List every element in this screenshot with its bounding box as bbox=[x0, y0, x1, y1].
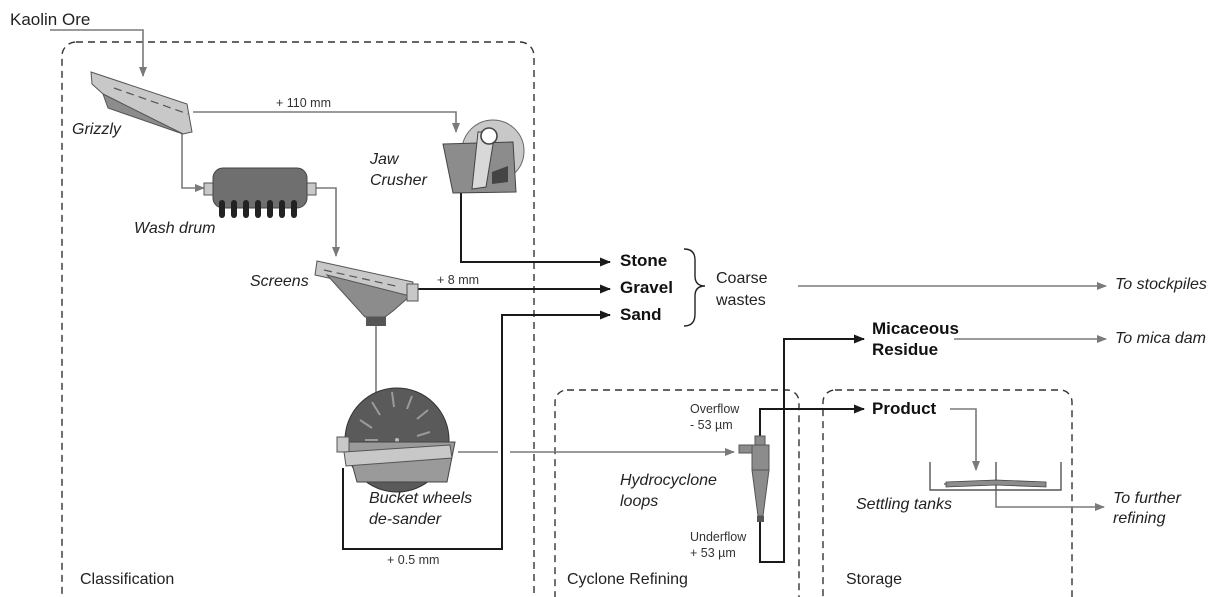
wash-drum-label: Wash drum bbox=[134, 220, 216, 237]
settling-tanks-label: Settling tanks bbox=[856, 496, 953, 513]
storage-region bbox=[822, 389, 1073, 597]
jaw-to-stone-arrow bbox=[460, 192, 611, 267]
to-further-refining-label-2: refining bbox=[1113, 510, 1166, 527]
underflow-label-2: + 53 µm bbox=[690, 546, 736, 560]
bucket-wheels-label-2: de-sander bbox=[369, 511, 442, 528]
hydrocyclone-label-2: loops bbox=[620, 493, 659, 510]
cyclone-refining-region bbox=[554, 389, 800, 597]
jaw-crusher-label-1: Jaw bbox=[370, 151, 399, 168]
to-further-refining-label-1: To further bbox=[1113, 490, 1181, 507]
coarse-wastes-label-2: wastes bbox=[716, 292, 766, 309]
sand-label: Sand bbox=[620, 305, 662, 324]
product-to-tanks-arrow bbox=[950, 408, 980, 471]
micaceous-label-1: Micaceous bbox=[872, 319, 959, 338]
dark-flow-lines bbox=[342, 192, 865, 563]
size-8mm-label: + 8 mm bbox=[437, 273, 480, 287]
stone-label: Stone bbox=[620, 251, 668, 270]
size-05mm-label: + 0.5 mm bbox=[387, 553, 440, 567]
overflow-to-product-arrow bbox=[759, 404, 865, 436]
gravel-label: Gravel bbox=[620, 278, 673, 297]
classification-region bbox=[61, 41, 535, 597]
grizzly-to-jaw-arrow bbox=[193, 111, 460, 133]
product-label: Product bbox=[872, 399, 937, 418]
to-mica-dam-label: To mica dam bbox=[1115, 330, 1206, 347]
bucket-wheels-icon bbox=[336, 387, 456, 493]
coarse-wastes-label-1: Coarse bbox=[716, 270, 768, 287]
jaw-crusher-icon bbox=[442, 119, 525, 194]
source-label: Kaolin Ore bbox=[10, 10, 91, 29]
desander-to-sand-arrow bbox=[342, 310, 611, 550]
hydrocyclone-label-1: Hydrocyclone bbox=[620, 472, 717, 489]
settling-tanks-icon bbox=[929, 462, 1062, 491]
drum-to-screens-arrow bbox=[316, 187, 340, 257]
cyclone-refining-region-label: Cyclone Refining bbox=[567, 571, 688, 588]
jaw-crusher-label-2: Crusher bbox=[370, 172, 427, 189]
screens-label: Screens bbox=[250, 273, 309, 290]
micaceous-label-2: Residue bbox=[872, 340, 939, 359]
underflow-label-1: Underflow bbox=[690, 530, 747, 544]
underflow-to-micaceous-arrow bbox=[759, 334, 865, 563]
grizzly-label: Grizzly bbox=[72, 121, 121, 138]
grey-flow-lines bbox=[50, 29, 1107, 511]
ore-feed-arrow bbox=[50, 29, 147, 77]
size-110mm-label: + 110 mm bbox=[276, 96, 331, 110]
to-stockpiles-label: To stockpiles bbox=[1115, 276, 1207, 293]
storage-region-label: Storage bbox=[846, 571, 903, 588]
wash-drum-icon bbox=[203, 167, 317, 218]
screens-icon bbox=[314, 260, 419, 326]
overflow-label-1: Overflow bbox=[690, 402, 740, 416]
hydrocyclone-icon bbox=[738, 435, 770, 522]
grizzly-to-drum-arrow bbox=[181, 134, 205, 192]
tanks-to-refining-arrow bbox=[995, 490, 1105, 511]
classification-region-label: Classification bbox=[80, 571, 175, 588]
coarse-wastes-brace bbox=[683, 248, 706, 327]
overflow-label-2: - 53 µm bbox=[690, 418, 733, 432]
grizzly-icon bbox=[90, 71, 193, 135]
bucket-wheels-label-1: Bucket wheels bbox=[369, 490, 473, 507]
